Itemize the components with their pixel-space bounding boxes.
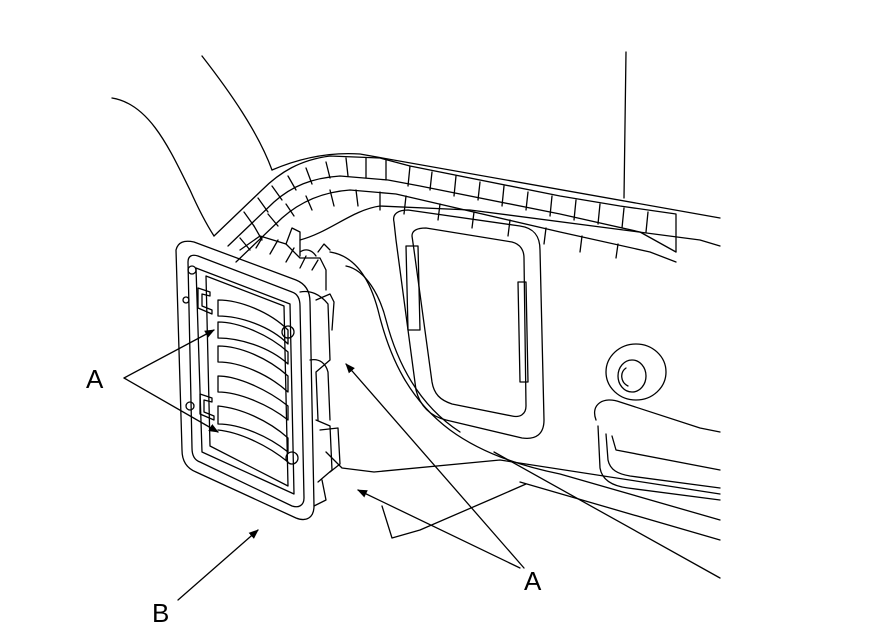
callout-label-a-right: A [524, 566, 542, 596]
callout-label-b: B [152, 598, 170, 628]
grille-clip-lower [200, 394, 214, 420]
inner-trim-panel [300, 206, 720, 578]
callout-label-a-left: A [86, 364, 104, 394]
panel-window-inner [412, 228, 526, 417]
trim-panel-edge [214, 156, 676, 262]
callout-leaders [124, 330, 720, 600]
leader-b [178, 529, 259, 600]
panel-window-outer [394, 210, 544, 438]
grille-clip-upper [198, 288, 212, 314]
leader-a-right-lower [357, 490, 520, 568]
grille-frame-inner [188, 255, 304, 506]
leader-a-left-upper [124, 330, 215, 378]
panel-hole-inner [618, 360, 646, 392]
panel-hole-outer [606, 344, 666, 400]
body-panel-outline [112, 52, 720, 236]
leader-a-left-lower [124, 378, 219, 432]
vent-grille [176, 228, 340, 520]
